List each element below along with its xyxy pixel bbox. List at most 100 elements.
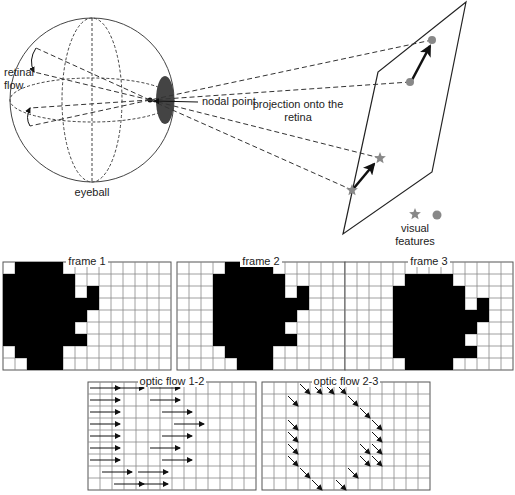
pixel — [27, 322, 39, 334]
pixel — [429, 322, 441, 334]
pixel — [15, 334, 27, 346]
grid-line — [88, 394, 256, 395]
pixel — [441, 358, 453, 370]
part-label-box: visual features — [380, 222, 450, 248]
pixel — [453, 286, 465, 298]
grid-frame — [177, 262, 345, 370]
grid-line — [262, 406, 430, 407]
grid-line — [88, 442, 256, 443]
pixel — [15, 298, 27, 310]
pixel — [285, 334, 297, 346]
flow-arrow — [114, 388, 144, 389]
pixel — [39, 334, 51, 346]
feature-star — [374, 152, 386, 163]
pixel — [465, 322, 477, 334]
pixel — [51, 262, 63, 274]
grid-line — [135, 262, 136, 370]
grid-line — [394, 382, 395, 490]
pixel — [429, 358, 441, 370]
grid-line — [357, 262, 358, 370]
pixel — [393, 346, 405, 358]
flow-arrow — [360, 456, 370, 466]
flow-arrow — [288, 396, 298, 406]
pixel — [249, 274, 261, 286]
grid-line — [220, 382, 221, 490]
pixel — [39, 286, 51, 298]
flow-arrow — [162, 436, 192, 437]
pixel — [405, 286, 417, 298]
pixel — [87, 286, 99, 298]
flow-arrow — [90, 460, 120, 461]
pixel — [273, 322, 285, 334]
pixel — [441, 346, 453, 358]
retinal-flow-arrows — [28, 48, 37, 126]
flow-arrow — [288, 456, 298, 466]
grid-line — [147, 262, 148, 370]
pixel — [27, 358, 39, 370]
flow-arrow — [150, 388, 180, 389]
pixel — [15, 262, 27, 274]
grid-line — [358, 382, 359, 490]
pixel — [63, 274, 75, 286]
pixel — [63, 322, 75, 334]
pixel — [27, 346, 39, 358]
pixel — [441, 274, 453, 286]
grid-line — [262, 466, 430, 467]
pixel — [75, 298, 87, 310]
frame-label: frame 3 — [408, 255, 449, 267]
flow-arrow — [90, 400, 120, 401]
pixel — [237, 346, 249, 358]
pixel — [261, 298, 273, 310]
grid-line — [189, 262, 190, 370]
pixel — [51, 358, 63, 370]
pixel — [15, 322, 27, 334]
pixel — [27, 334, 39, 346]
pixel — [237, 358, 249, 370]
pixel — [417, 286, 429, 298]
flow-arrow — [372, 444, 382, 454]
flow-arrow — [150, 448, 180, 449]
grid-frame — [262, 382, 430, 490]
pixel — [225, 310, 237, 322]
flow-label: optic flow 2-3 — [312, 375, 381, 387]
grid-line — [322, 382, 323, 490]
pixel — [3, 322, 15, 334]
flow-arrow — [312, 480, 322, 490]
pixel — [15, 274, 27, 286]
pixel — [39, 322, 51, 334]
flow-arrow — [102, 472, 132, 473]
pixel — [237, 298, 249, 310]
grid-line — [262, 418, 430, 419]
pixel — [63, 334, 75, 346]
flow-arrow — [300, 384, 310, 394]
pixel — [39, 358, 51, 370]
grid-line — [159, 262, 160, 370]
part-label: visual features — [395, 222, 435, 247]
grid-line — [123, 262, 124, 370]
pixel — [261, 322, 273, 334]
grid-line — [406, 382, 407, 490]
grid-line — [88, 418, 256, 419]
pixel — [39, 274, 51, 286]
pixel — [417, 298, 429, 310]
grid-line — [88, 430, 256, 431]
pixel — [213, 298, 225, 310]
pixel — [477, 298, 489, 310]
pixel — [429, 286, 441, 298]
grid-line — [262, 454, 430, 455]
pixel — [261, 286, 273, 298]
pixel — [393, 298, 405, 310]
legend-dot — [433, 211, 442, 220]
pixel — [75, 310, 87, 322]
pixel — [261, 334, 273, 346]
pixel — [417, 274, 429, 286]
pixel — [63, 286, 75, 298]
flow-arrow — [162, 460, 192, 461]
frame-label-box: frame 1 — [57, 255, 117, 268]
grid-line — [286, 382, 287, 490]
callout-label: projection onto the retina — [253, 98, 344, 123]
pixel — [237, 286, 249, 298]
flow-arrow — [90, 412, 120, 413]
side-label: retinal flow — [4, 66, 34, 91]
grid-line — [298, 382, 299, 490]
